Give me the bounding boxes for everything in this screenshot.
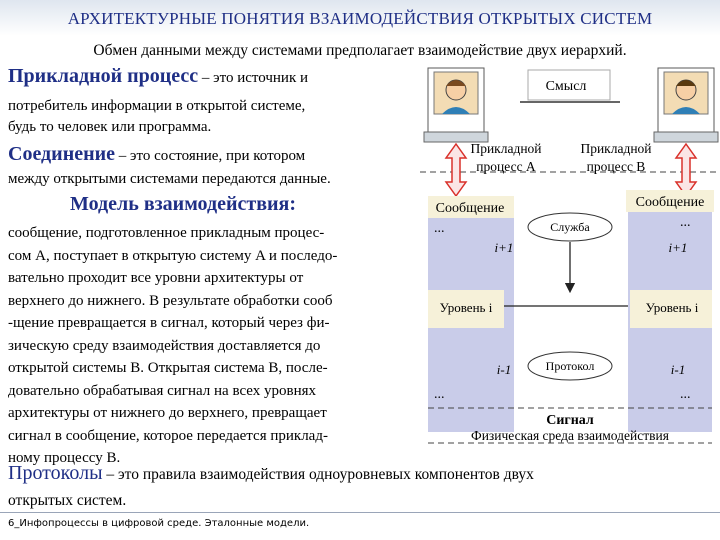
protocols-line-2: открытых систем. — [8, 492, 127, 509]
model-line: архитектуры от нижнего до верхнего, прев… — [8, 405, 327, 421]
level-right: Уровень i — [646, 300, 699, 315]
meaning-box — [527, 69, 611, 101]
dots-left-top: ... — [434, 221, 445, 236]
person-a-icon — [423, 67, 489, 143]
level-minus-left: i-1 — [497, 362, 511, 377]
model-line: верхнего до нижнего. В результате обрабо… — [8, 292, 333, 309]
footer: 6_Инфопроцессы в цифровой среде. Эталонн… — [8, 518, 310, 529]
applied-line-3: будь то человек или программа. — [8, 119, 212, 135]
model-text: сообщение, подготовленное прикладным про… — [8, 222, 413, 470]
message-left-box — [428, 196, 514, 218]
process-a-label-2: процесс A — [476, 159, 536, 174]
title-bar — [0, 0, 720, 36]
connection-line-2: между открытыми системами передаются дан… — [8, 171, 331, 187]
model-line: ному процессу B. — [8, 450, 121, 466]
process-a-label-1: Прикладной — [470, 141, 541, 156]
signal-label: Сигнал — [546, 413, 594, 428]
model-line: открытой системы B. Открытая система B, … — [8, 360, 328, 376]
dots-left-bottom: ... — [434, 387, 445, 402]
protocols-term: Протоколы — [8, 462, 103, 484]
message-left: Сообщение — [436, 201, 505, 216]
model-line: сигнал в сообщение, которое передается п… — [8, 427, 328, 444]
message-right-box — [626, 190, 714, 212]
message-right: Сообщение — [636, 195, 705, 210]
protocols-definition: Протоколы – это правила взаимодействия о… — [8, 460, 712, 514]
meaning-label: Смысл — [546, 79, 587, 94]
page-title: АРХИТЕКТУРНЫЕ ПОНЯТИЯ ВЗАИМОДЕЙСТВИЯ ОТК… — [67, 9, 653, 28]
applied-process-term: Прикладной процесс — [8, 65, 199, 87]
model-line: -щение превращается в сигнал, который че… — [8, 315, 330, 331]
connection-def: – это состояние, при котором — [115, 148, 306, 164]
level-right-box — [630, 290, 712, 328]
model-line: вательно проходит все уровни архитектуры… — [8, 270, 304, 286]
arrow-right-icon — [674, 142, 698, 198]
applied-process-def: – это источник и — [198, 70, 309, 86]
connection-definition: Соединение – это состояние, при котором — [8, 144, 418, 167]
model-heading: Модель взаимодействия: — [70, 193, 296, 215]
protocol-ellipse — [527, 351, 613, 381]
model-line: зическую среду взаимодействия доставляет… — [8, 337, 321, 354]
medium-label: Физическая среда взаимодействия — [471, 428, 669, 443]
level-left-box — [428, 290, 504, 328]
person-b-icon — [653, 67, 719, 143]
footer-rule — [0, 512, 720, 513]
protocols-def: – это правила взаимодействия одноуровнев… — [102, 466, 534, 483]
dots-right-top: ... — [680, 215, 691, 230]
page-subtitle: Обмен данными между системами предполага… — [93, 42, 627, 59]
level-plus-left: i+1 — [495, 240, 514, 255]
connection-term: Соединение — [8, 143, 116, 165]
model-line: довательно обрабатывая сигнал на всех ур… — [8, 382, 316, 399]
level-minus-right: i-1 — [671, 362, 685, 377]
dots-right-bottom: ... — [680, 387, 691, 402]
service-label: Служба — [550, 220, 590, 234]
model-line: сообщение, подготовленное прикладным про… — [8, 225, 325, 241]
process-b-label-1: Прикладной — [580, 141, 651, 156]
applied-process-definition: Прикладной процесс – это источник и — [8, 66, 418, 89]
applied-line-2: потребитель информации в открытой систем… — [8, 98, 306, 114]
service-ellipse — [527, 212, 613, 242]
protocol-label: Протокол — [546, 359, 595, 373]
arrow-left-icon — [444, 142, 468, 198]
process-b-label-2: процесс B — [587, 159, 646, 174]
level-left: Уровень i — [440, 300, 493, 315]
osi-diagram: Смысл Прикладной процесс A Прикладной пр… — [420, 67, 720, 444]
level-plus-right: i+1 — [669, 240, 688, 255]
model-line: сом A, поступает в открытую систему A и … — [8, 247, 338, 264]
